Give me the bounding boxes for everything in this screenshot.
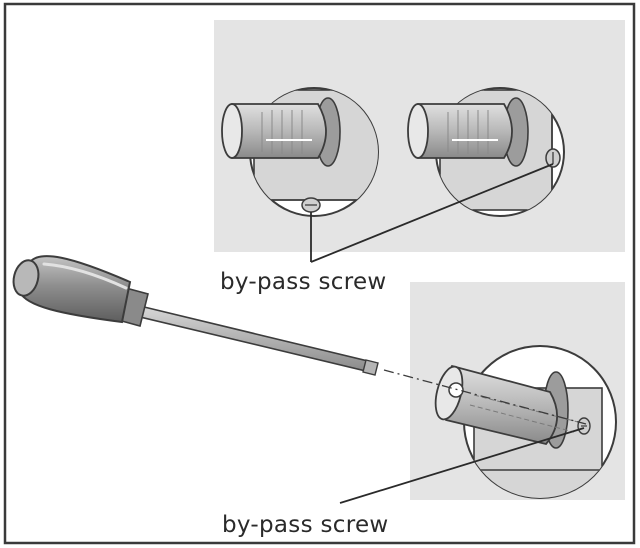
alignment-line (383, 369, 587, 425)
bypass-screw-label-bottom: by-pass screw (222, 512, 389, 538)
faucet-knob-icon (434, 364, 579, 446)
screwdriver-icon (12, 255, 379, 376)
by-pass-screw-icon (545, 148, 561, 168)
faucet-knob-icon (221, 103, 327, 159)
faucet-knob-icon (407, 103, 513, 159)
leader-line-bottom (339, 427, 585, 504)
bypass-screw-label-top: by-pass screw (220, 269, 387, 295)
by-pass-screw-icon (577, 417, 591, 435)
leader-lines-top (310, 163, 554, 263)
by-pass-screw-icon (301, 197, 321, 213)
